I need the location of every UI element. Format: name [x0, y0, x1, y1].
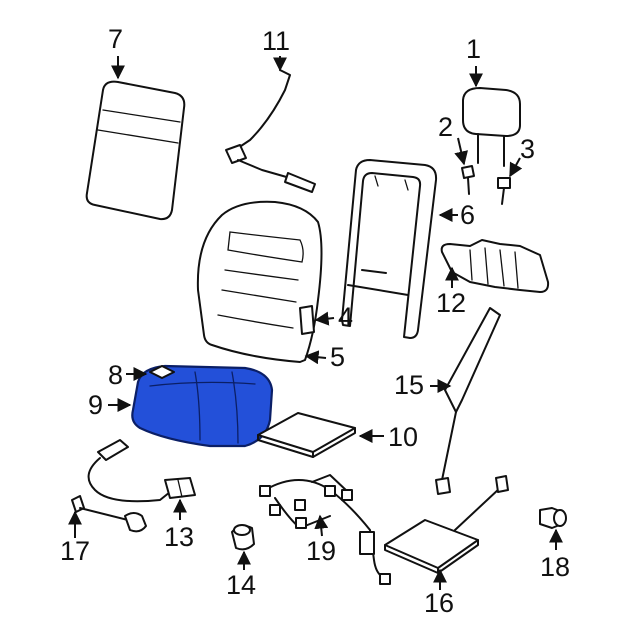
part-14-knob[interactable]: [231, 524, 255, 551]
callout-5: 5: [330, 342, 345, 372]
part-2-guide[interactable]: [461, 165, 475, 195]
part-5-back-cushion[interactable]: [196, 200, 323, 363]
callout-4: 4: [338, 302, 353, 332]
callout-11: 11: [262, 26, 290, 56]
callout-3: 3: [520, 134, 535, 164]
part-4-recliner-handle[interactable]: [299, 305, 315, 335]
callout-16: 16: [424, 588, 454, 618]
callout-8: 8: [108, 360, 123, 390]
part-11-cable[interactable]: [225, 69, 316, 193]
callout-17: 17: [60, 536, 90, 566]
part-3-guide[interactable]: [497, 177, 511, 205]
callout-18: 18: [540, 552, 570, 582]
callout-12: 12: [436, 288, 466, 318]
leader-lines: [68, 56, 563, 590]
callout-10: 10: [388, 422, 418, 452]
part-1-headrest[interactable]: [462, 87, 521, 167]
callout-19: 19: [306, 536, 336, 566]
callout-7: 7: [108, 24, 123, 54]
part-10-pad[interactable]: [257, 412, 356, 458]
callout-13: 13: [164, 522, 194, 552]
part-7-back-panel[interactable]: [85, 80, 186, 221]
part-15-side-panel[interactable]: [435, 307, 501, 495]
callout-1: 1: [466, 34, 481, 64]
callout-6: 6: [460, 200, 475, 230]
callout-14: 14: [226, 570, 256, 600]
part-9-seat-cushion[interactable]: [131, 364, 274, 448]
callout-labels: 7 11 1 2 3 6 12 4 5 8 9 10 15 13 17 14 1…: [60, 24, 570, 618]
part-6-back-frame[interactable]: [341, 159, 438, 339]
part-18-connector[interactable]: [539, 507, 567, 529]
part-17-link[interactable]: [71, 495, 147, 533]
part-19-wiring[interactable]: [259, 474, 391, 585]
part-12-lumbar[interactable]: [440, 239, 550, 293]
part-13-track-cable[interactable]: [87, 439, 196, 503]
callout-2: 2: [438, 112, 453, 142]
part-8-clip[interactable]: [149, 365, 175, 379]
callout-15: 15: [394, 370, 424, 400]
callout-9: 9: [88, 390, 103, 420]
